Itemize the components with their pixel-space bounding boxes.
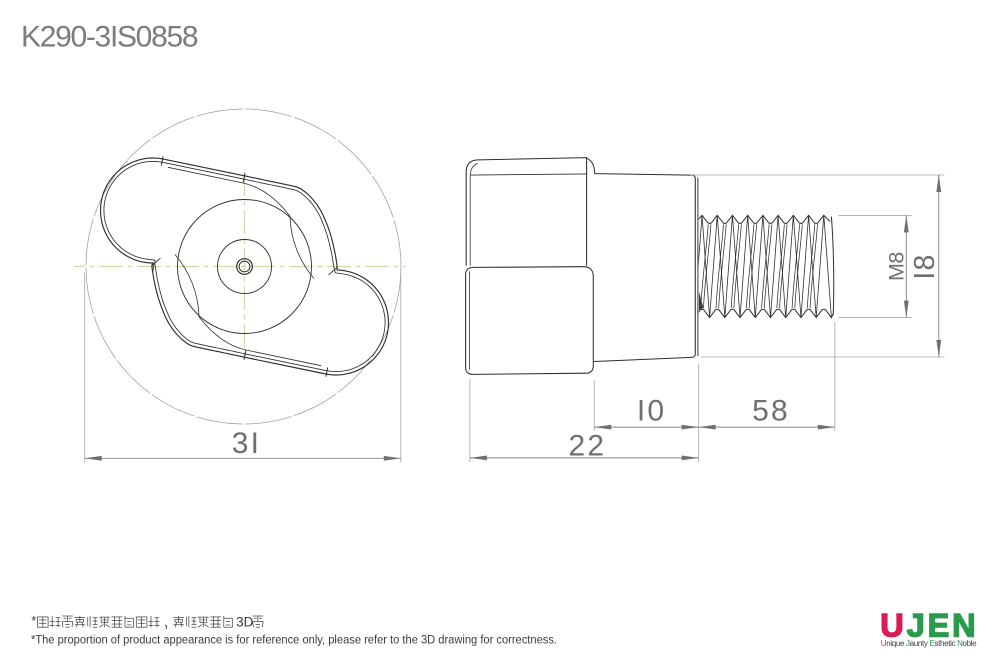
svg-text:58: 58	[752, 395, 790, 428]
svg-text:K290-3IS0858: K290-3IS0858	[21, 20, 198, 53]
svg-text:JEN: JEN	[907, 607, 979, 643]
svg-text:M8: M8	[885, 252, 909, 281]
svg-text:*: *	[31, 613, 36, 628]
svg-text:I8: I8	[909, 253, 941, 279]
svg-text:*The proportion of product app: *The proportion of product appearance is…	[31, 633, 557, 647]
svg-text:Unique Jaunty Esthetic Noble: Unique Jaunty Esthetic Noble	[881, 639, 977, 648]
svg-text:I0: I0	[637, 395, 666, 428]
svg-text:3I: 3I	[232, 427, 261, 460]
svg-text:U: U	[880, 607, 903, 643]
svg-text:3D: 3D	[236, 615, 254, 630]
svg-text:22: 22	[569, 430, 607, 463]
